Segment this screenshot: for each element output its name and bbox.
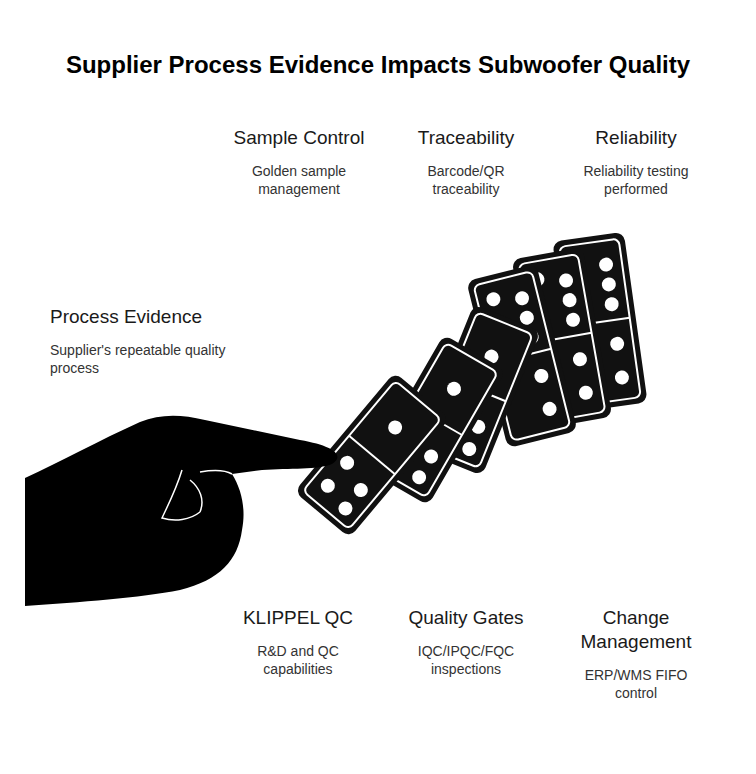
step-description: Supplier's repeatable quality process [50,341,260,377]
step-heading: Reliability [571,126,701,150]
step-description: IQC/IPQC/FQC inspections [401,642,531,678]
step-heading: Process Evidence [50,305,270,329]
step-heading: Quality Gates [391,606,541,630]
step-heading: KLIPPEL QC [223,606,373,630]
step-description: Reliability testing performed [571,162,701,198]
step-description: ERP/WMS FIFO control [571,666,701,702]
step-description: Barcode/QR traceability [411,162,521,198]
step-heading: Sample Control [224,126,374,150]
step-heading: Traceability [401,126,531,150]
diagram-title: Supplier Process Evidence Impacts Subwoo… [66,49,690,80]
step-description: R&D and QC capabilities [238,642,358,678]
hand [25,416,337,606]
step-description: Golden sample management [234,162,364,198]
step-heading: Change Management [571,606,701,654]
